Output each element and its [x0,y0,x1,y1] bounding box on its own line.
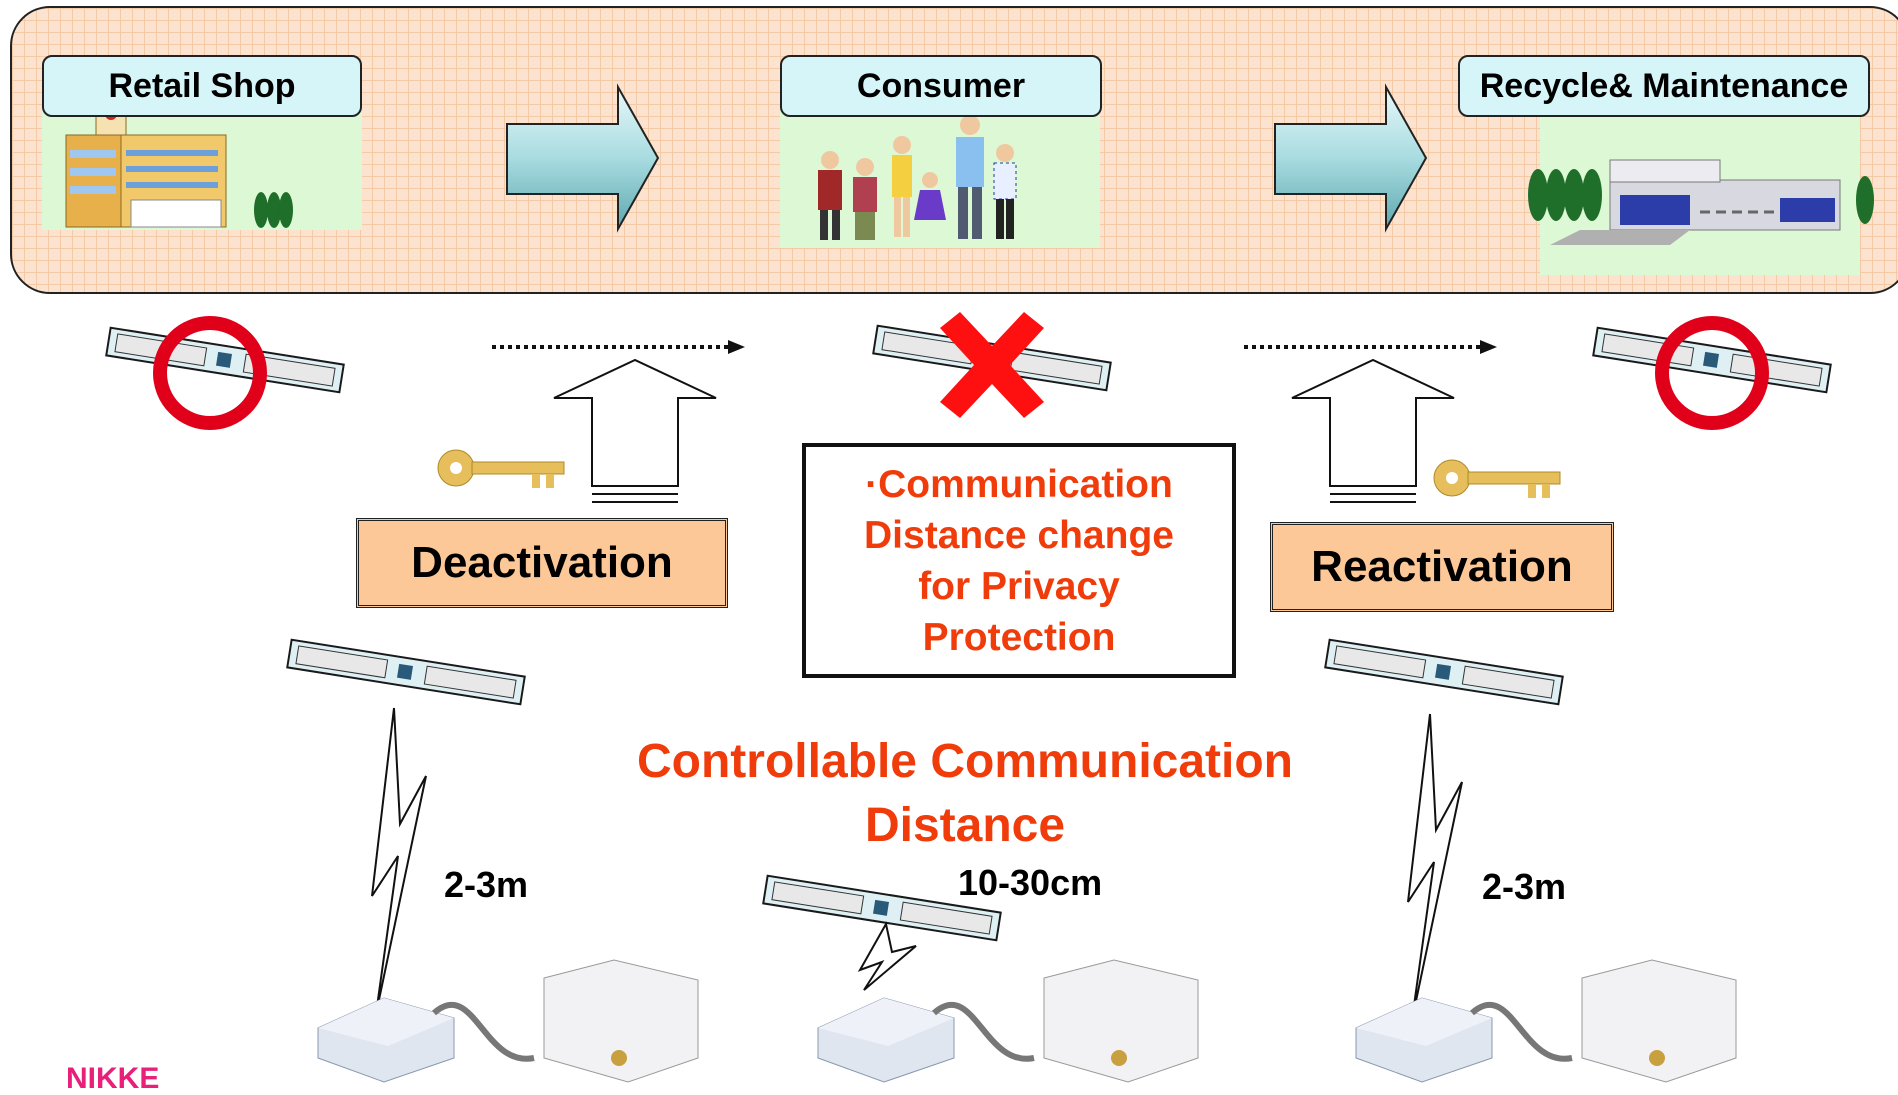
dotted-arrow-icon [1244,340,1497,354]
key-icon [1433,459,1561,498]
privacy-note-line: for Privacy [918,565,1120,608]
privacy-note-line: ·Communication [865,463,1173,506]
center-title-line: Distance [864,799,1066,852]
center-title-line: Controllable Communication [636,735,1293,788]
stage-label-consumer: Consumer [780,55,1102,117]
key-icon [437,449,565,488]
hollow-up-arrow-icon [1291,358,1455,503]
stage-label-retail-shop: Retail Shop [42,55,362,117]
company-logo-partial: NIKKE [66,1062,160,1095]
reactivation-box: Reactivation [1270,522,1614,612]
rfid-tag-icon [762,874,1002,942]
rfid-reader-unit-icon [1355,959,1737,1083]
family-icon [818,115,1017,240]
stage-label-recycle-maintenance: Recycle& Maintenance [1458,55,1870,117]
lightning-bolt-icon [857,921,917,991]
factory-icon [1528,159,1874,245]
disabled-cross-icon [940,312,1044,418]
privacy-note-line: Protection [922,616,1116,659]
distance-label-right: 2-3m [1482,866,1567,907]
flow-arrow-right-icon [1274,83,1428,233]
rfid-reader-unit-icon [817,959,1199,1083]
privacy-note-line: Distance change [864,514,1174,557]
retail-building-icon [65,104,293,228]
dotted-arrow-icon [492,340,745,354]
enabled-circle-icon [1655,316,1769,430]
center-title: Controllable Communication Distance [560,730,1370,858]
distance-label-left: 2-3m [444,864,529,905]
rfid-tag-icon [1324,638,1564,706]
flow-arrow-right-icon [506,83,660,233]
rfid-tag-icon [286,638,526,706]
hollow-up-arrow-icon [553,358,717,503]
distance-label-center: 10-30cm [958,862,1103,903]
deactivation-box: Deactivation [356,518,728,608]
privacy-note-box: ·Communication Distance change for Priva… [802,443,1236,678]
rfid-reader-unit-icon [317,959,699,1083]
enabled-circle-icon [153,316,267,430]
